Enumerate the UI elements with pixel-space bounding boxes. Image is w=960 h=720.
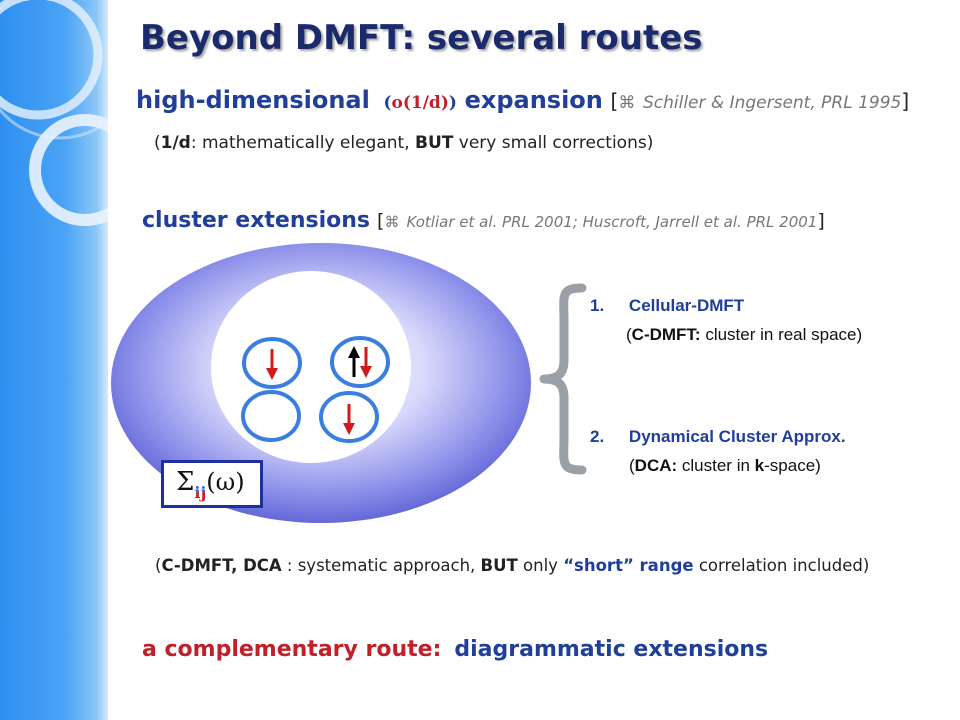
sigma-symbol: Σ <box>176 467 195 497</box>
desc-mid: cluster in <box>677 456 755 475</box>
site-2 <box>330 336 390 388</box>
sys-short-range: “short” range <box>563 556 694 575</box>
method-2-title: 2. Dynamical Cluster Approx. <box>590 427 846 447</box>
cluster-diagram <box>111 243 531 523</box>
method-2-desc: (DCA: cluster in k-space) <box>629 456 821 476</box>
order-paren-close: ) <box>448 93 457 113</box>
note-mid: : mathematically elegant, <box>190 133 416 153</box>
note-end: very small corrections) <box>453 133 654 153</box>
sys-end: correlation included) <box>693 556 870 575</box>
citation-bracket-close: ] <box>901 89 910 113</box>
citation-bracket-open: [ <box>377 210 385 232</box>
site-3 <box>241 390 301 442</box>
expansion-label: expansion <box>464 86 603 114</box>
sys-methods: C-DMFT, DCA <box>161 556 282 575</box>
decorative-rings <box>0 0 108 226</box>
desc-k: k <box>754 456 765 475</box>
high-dim-label: high-dimensional <box>136 86 370 114</box>
note-1-over-d: 1/d <box>160 133 191 153</box>
method-number: 2. <box>590 427 605 446</box>
citation-kotliar: Kotliar et al. PRL 2001; Huscroft, Jarre… <box>406 213 818 231</box>
sys-but: BUT <box>480 556 518 575</box>
cluster-bullet-line: cluster extensions [⌘ Kotliar et al. PRL… <box>132 205 825 233</box>
systematic-note: (C-DMFT, DCA : systematic approach, BUT … <box>155 556 869 575</box>
method-1-title: 1. Cellular-DMFT <box>590 296 744 316</box>
complementary-label: a complementary route: <box>142 637 442 662</box>
note-but: BUT <box>415 133 454 153</box>
sigma-subscript: ij <box>194 483 207 502</box>
cite-symbol-icon: ⌘ <box>618 93 636 113</box>
sys-only: only <box>517 556 564 575</box>
method-number: 1. <box>590 296 605 315</box>
method-name: Cellular-DMFT <box>628 296 745 315</box>
diagrammatic-extensions: diagrammatic extensions <box>454 637 769 662</box>
order-paren-open: ( <box>383 93 392 113</box>
method-name: Dynamical Cluster Approx. <box>628 427 846 446</box>
order-term: o(1/d) <box>391 93 449 113</box>
ring-top <box>0 0 103 120</box>
desc-open: ( <box>629 456 635 475</box>
desc-rest: cluster in real space) <box>700 325 863 344</box>
note-open: ( <box>154 133 161 153</box>
method-1-desc: (C-DMFT: cluster in real space) <box>626 325 862 345</box>
cite-symbol-icon: ⌘ <box>384 213 400 231</box>
cluster-label: cluster extensions <box>142 208 371 233</box>
citation-schiller: Schiller & Ingersent, PRL 1995 <box>642 93 902 113</box>
ring-middle <box>29 114 108 226</box>
self-energy-box: Σij(ω) <box>161 460 263 508</box>
left-decorative-bar <box>0 0 108 720</box>
desc-open: ( <box>626 325 632 344</box>
citation-bracket-open: [ <box>610 89 619 113</box>
high-dim-bullet-line: high-dimensional (o(1/d)) expansion [⌘ S… <box>122 86 909 114</box>
curly-brace-icon <box>539 283 587 475</box>
slide-title: Beyond DMFT: several routes <box>140 18 703 58</box>
high-dim-note: (1/d: mathematically elegant, BUT very s… <box>154 133 653 153</box>
ring-top-outer <box>0 0 108 140</box>
sys-open: ( <box>155 556 162 575</box>
desc-rest: -space) <box>764 456 821 475</box>
sigma-argument: (ω) <box>206 468 245 496</box>
sys-mid: : systematic approach, <box>281 556 481 575</box>
desc-bold: DCA: <box>634 456 678 475</box>
desc-bold: C-DMFT: <box>631 325 701 344</box>
complementary-bullet-line: a complementary route: diagrammatic exte… <box>128 634 768 662</box>
citation-bracket-close: ] <box>817 210 825 232</box>
